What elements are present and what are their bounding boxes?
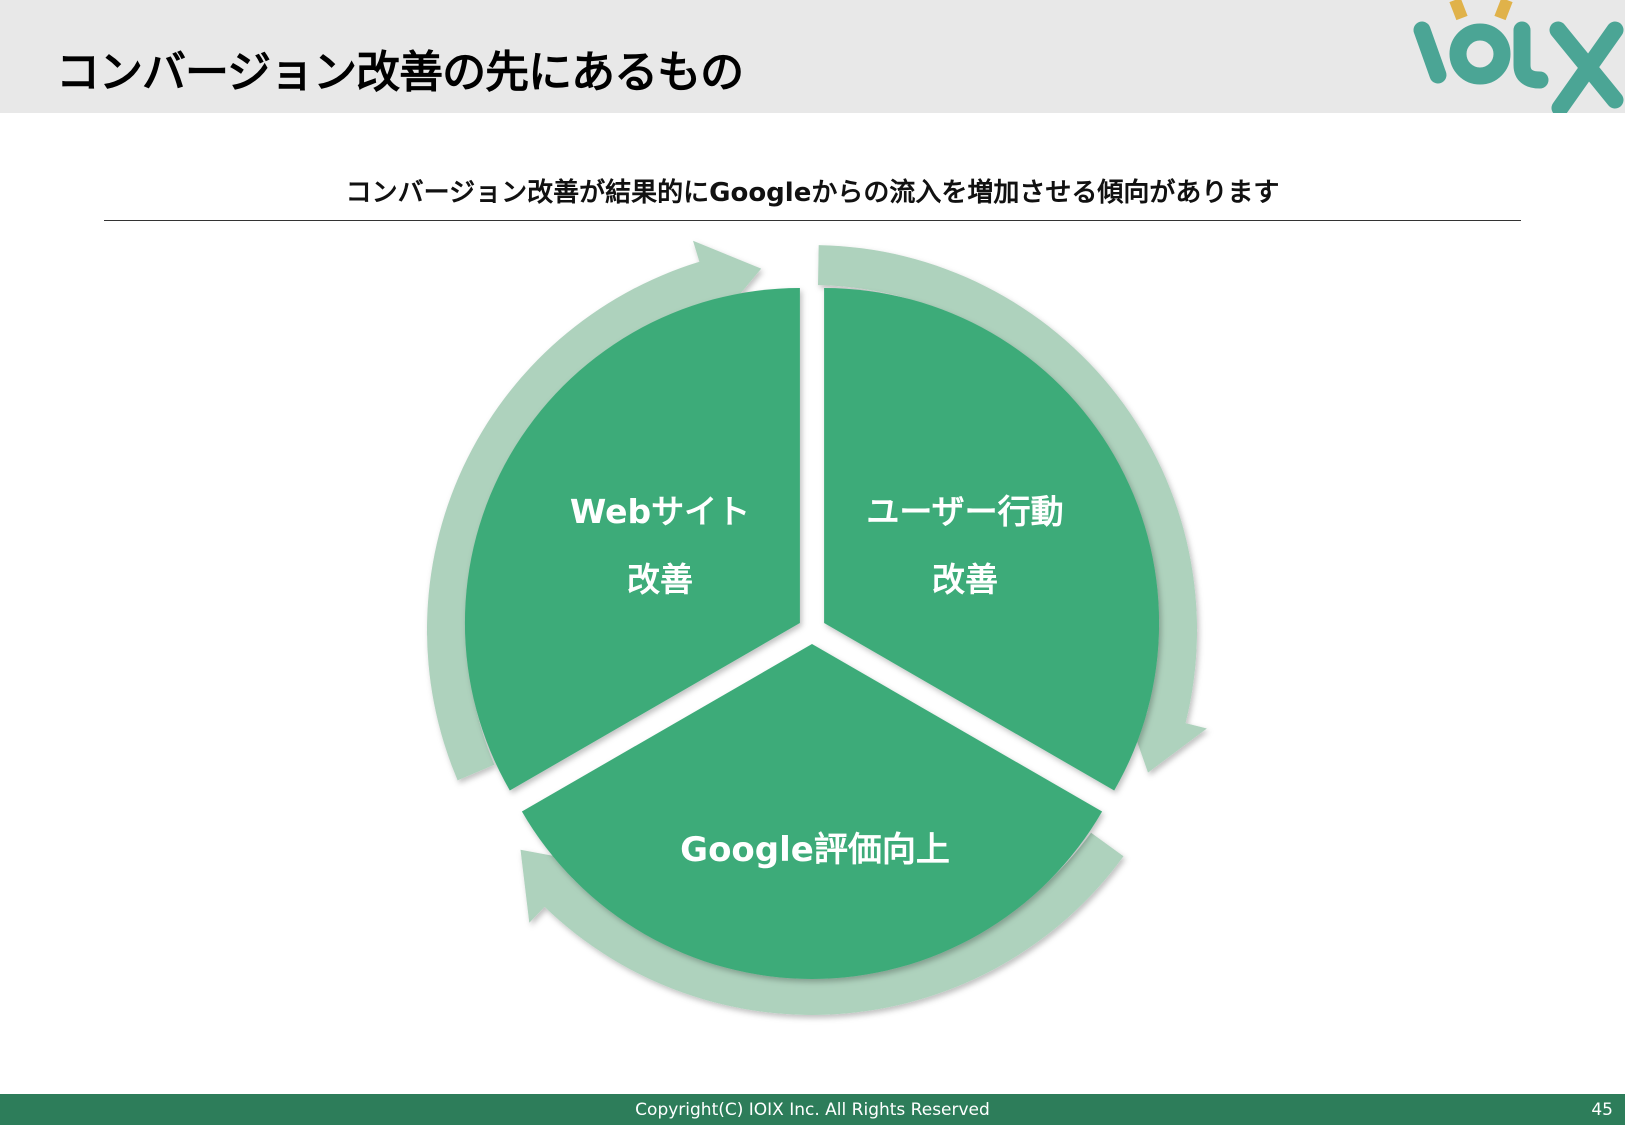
arrow-user-to-google — [818, 245, 1207, 773]
segment-label-website: Webサイト 改善 — [560, 478, 760, 614]
segment-website — [464, 288, 800, 791]
segment-label-user-behavior-line2: 改善 — [932, 560, 998, 599]
logo-gold-arc — [1449, 0, 1513, 21]
segment-label-google-line1: Google評価向上 — [680, 830, 950, 870]
cycle-segments — [464, 288, 1160, 979]
company-logo — [1413, 0, 1624, 113]
logo-teal-letters — [1413, 21, 1624, 113]
segment-google — [521, 644, 1103, 979]
segment-label-user-behavior-line1: ユーザー行動 — [866, 492, 1064, 531]
arrow-website-to-user — [426, 240, 762, 781]
slide-title: コンバージョン改善の先にあるもの — [56, 47, 744, 98]
footer-bar: Copyright(C) IOIX Inc. All Rights Reserv… — [0, 1094, 1625, 1125]
segment-user-behavior — [824, 288, 1160, 791]
cycle-arrows — [426, 240, 1207, 1015]
arrow-google-to-website — [520, 832, 1124, 1015]
segment-label-website-line1: Webサイト — [569, 492, 751, 531]
segment-label-website-line2: 改善 — [627, 560, 693, 599]
segment-label-user-behavior: ユーザー行動 改善 — [860, 478, 1070, 614]
page-number: 45 — [1591, 1100, 1613, 1120]
subtitle-divider — [104, 220, 1521, 221]
copyright-text: Copyright(C) IOIX Inc. All Rights Reserv… — [635, 1100, 990, 1120]
header-bar — [0, 0, 1625, 113]
segment-label-google: Google評価向上 — [660, 822, 970, 871]
slide-subtitle: コンバージョン改善が結果的にGoogleからの流入を増加させる傾向があります — [345, 178, 1280, 208]
